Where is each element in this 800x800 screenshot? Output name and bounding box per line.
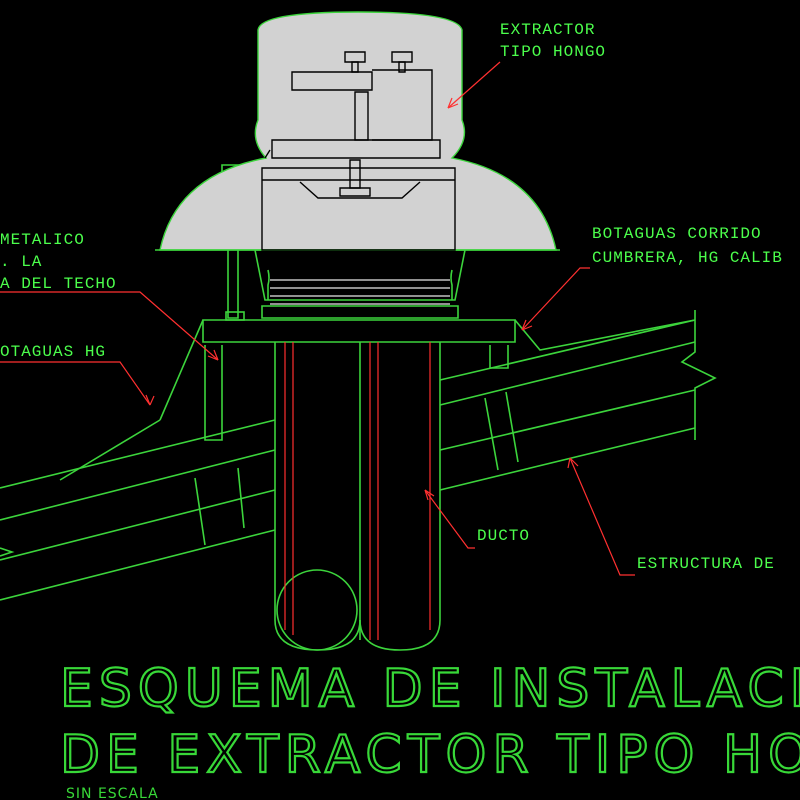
label-estructura: ESTRUCTURA DE xyxy=(637,555,775,573)
label-extractor-1: EXTRACTOR xyxy=(500,21,595,39)
duct xyxy=(274,342,441,651)
label-botaguas-corrido-1: BOTAGUAS CORRIDO xyxy=(592,225,762,243)
label-ducto: DUCTO xyxy=(477,527,530,545)
leaders xyxy=(0,61,635,576)
label-botaguas-hg: OTAGUAS HG xyxy=(0,343,106,361)
label-extractor-2: TIPO HONGO xyxy=(500,43,606,61)
extractor-neck xyxy=(254,249,466,319)
title-line-1: ESQUEMA DE INSTALACIO xyxy=(60,659,800,719)
label-metalico-3: A DEL TECHO xyxy=(0,275,117,293)
extractor-head xyxy=(155,11,560,251)
subtitle-scale: SIN ESCALA xyxy=(66,786,159,800)
label-metalico-1: METALICO xyxy=(0,231,85,249)
label-metalico-2: . LA xyxy=(0,253,42,271)
roof-structure xyxy=(0,310,717,601)
label-botaguas-corrido-2: CUMBRERA, HG CALIB xyxy=(592,249,783,267)
title-line-2: DE EXTRACTOR TIPO HO xyxy=(60,725,800,785)
